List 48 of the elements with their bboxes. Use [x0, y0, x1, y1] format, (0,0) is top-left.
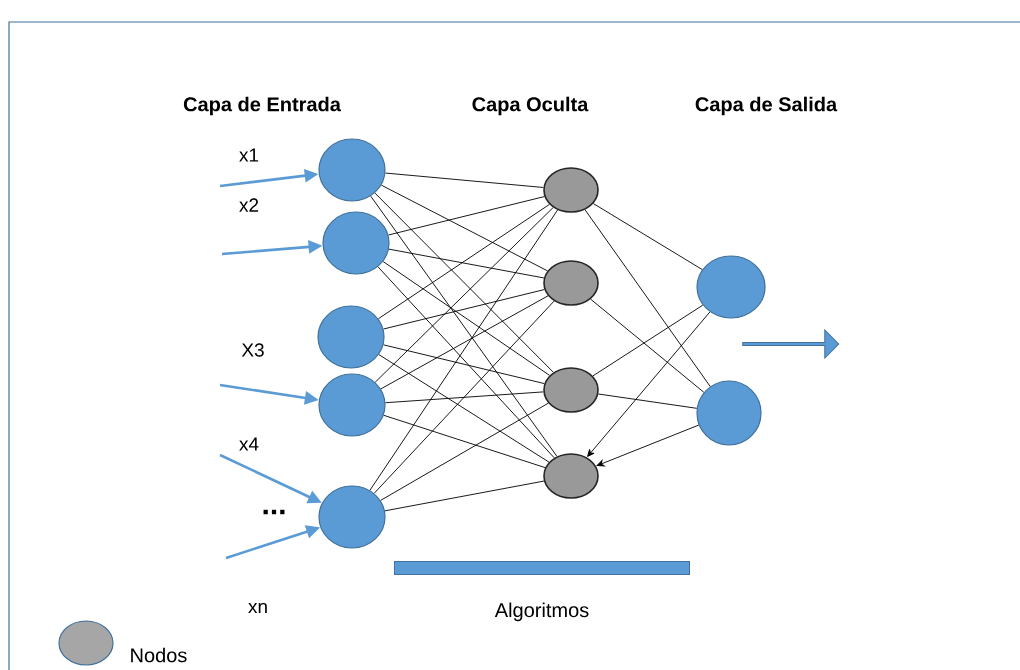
algorithm-bar	[394, 561, 690, 575]
input-label: x2	[239, 198, 259, 212]
connection-line	[385, 172, 544, 188]
connection-line	[592, 304, 704, 377]
legend-label: Nodos	[131, 647, 187, 663]
layer-heading: Capa Oculta	[472, 96, 589, 116]
connection-line	[383, 344, 545, 385]
input-node	[317, 305, 385, 369]
connection-line	[378, 354, 550, 463]
connection-line	[597, 393, 698, 409]
connection-line	[369, 209, 559, 491]
layer-heading: Capa de Entrada	[183, 96, 341, 116]
input-label: x4	[239, 437, 259, 451]
output-node	[696, 380, 762, 446]
ellipsis-label: ...	[263, 509, 285, 515]
connection-line	[381, 184, 548, 272]
bar-caption: Algoritmos	[494, 602, 589, 622]
input-node	[318, 373, 386, 437]
connection-line	[380, 295, 549, 390]
input-node	[322, 211, 390, 275]
arrow	[596, 424, 700, 467]
layer-heading: Capa de Salida	[695, 96, 838, 116]
connection-line	[584, 209, 711, 387]
connection-line	[388, 196, 545, 236]
arrow	[587, 311, 711, 457]
input-node	[318, 138, 386, 202]
connection-line	[384, 480, 545, 512]
hidden-node	[543, 453, 599, 499]
connection-line	[382, 261, 551, 376]
connection-line	[373, 300, 555, 494]
connection-line	[377, 266, 555, 459]
output-node	[696, 255, 766, 319]
connection-line	[388, 248, 545, 279]
connection-line	[592, 203, 703, 270]
input-node	[318, 485, 386, 549]
connection-line	[370, 195, 558, 457]
input-label: X3	[241, 343, 264, 357]
connection-line	[383, 289, 545, 330]
input-label: x1	[239, 148, 259, 162]
connection-line	[380, 402, 549, 501]
connection-line	[590, 298, 705, 393]
hidden-node	[543, 260, 599, 306]
connection-line	[383, 414, 546, 469]
hidden-node	[543, 367, 599, 413]
hidden-node	[543, 167, 599, 213]
connection-line	[385, 391, 544, 404]
connection-line	[377, 203, 550, 320]
input-label: xn	[248, 602, 267, 614]
